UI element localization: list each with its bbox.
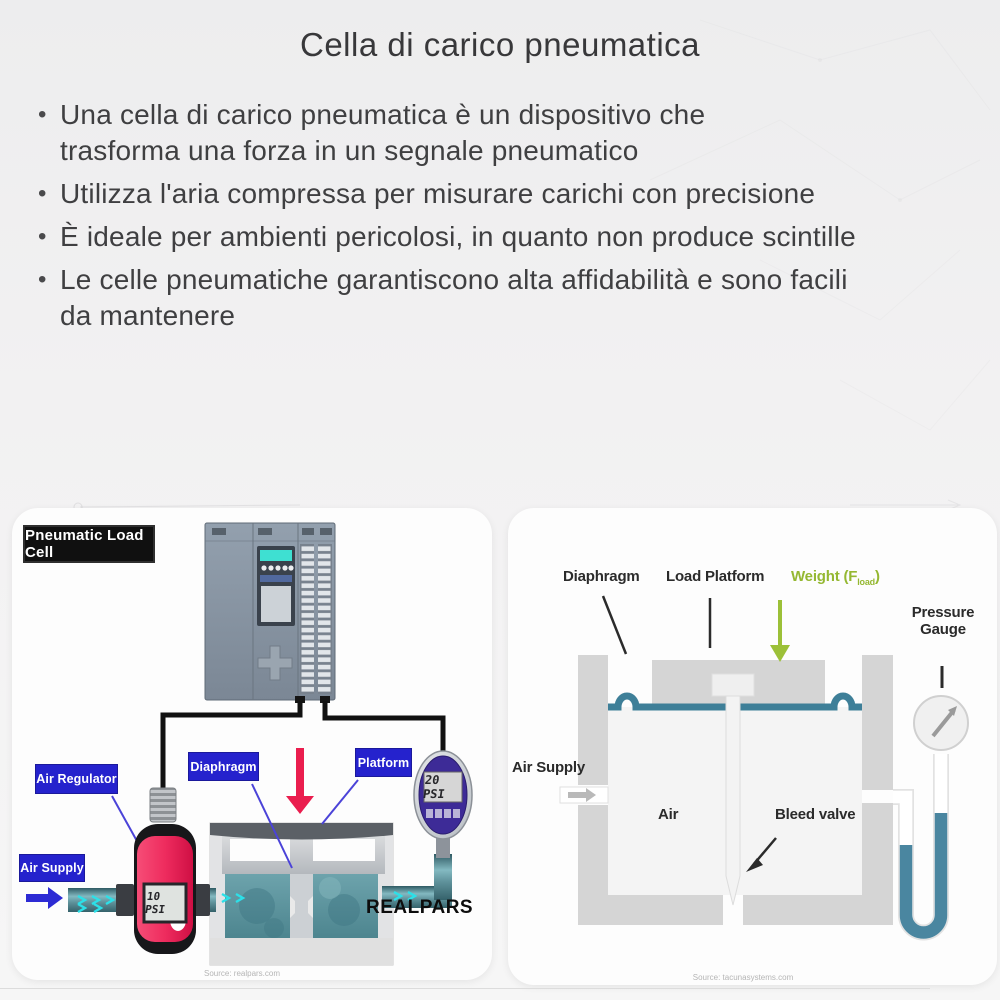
platform-plate xyxy=(210,823,393,840)
air-regulator xyxy=(134,787,196,954)
right-diagram-card: Diaphragm Load Platform Weight (Fload) P… xyxy=(508,508,997,985)
label-weight: Weight (Fload) xyxy=(791,568,880,587)
left-diagram-card: Pneumatic Load Cell Air Regulator Diaphr… xyxy=(12,508,492,980)
label-air-regulator: Air Regulator xyxy=(35,764,118,794)
center-column xyxy=(290,874,313,938)
label-pressure-gauge: Pressure Gauge xyxy=(911,604,975,638)
gauge-display xyxy=(423,771,463,803)
bullet-list: Una cella di carico pneumatica è un disp… xyxy=(38,97,968,341)
label-load-platform: Load Platform xyxy=(666,568,765,585)
plc-controller xyxy=(204,522,336,703)
inlet-arrow-icon xyxy=(568,788,596,802)
weight-subscript: load xyxy=(857,577,875,587)
label-bleed-valve: Bleed valve xyxy=(775,806,856,823)
signal-wires xyxy=(160,701,446,792)
left-source-note: Source: realpars.com xyxy=(203,969,281,978)
load-cell-chamber xyxy=(209,822,394,966)
weight-close: ) xyxy=(874,568,880,585)
label-air-supply: Air Supply xyxy=(512,759,586,776)
air-inlet xyxy=(559,786,609,804)
label-air: Air xyxy=(658,806,679,823)
page-title: Cella di carico pneumatica xyxy=(299,26,701,63)
bleed-valve-arrowhead xyxy=(746,858,763,872)
label-air-supply: Air Supply xyxy=(19,854,85,882)
manometer-fluid xyxy=(899,813,948,939)
bullet-item: Le celle pneumatiche garantiscono alta a… xyxy=(38,262,880,334)
regulator-display xyxy=(142,882,188,924)
label-diaphragm: Diaphragm xyxy=(188,752,259,781)
left-diagram-graphic xyxy=(26,522,473,966)
label-diaphragm: Diaphragm xyxy=(563,568,640,585)
label-platform: Platform xyxy=(355,748,412,777)
left-diagram-title: Pneumatic Load Cell xyxy=(23,525,155,563)
right-diagram-graphic xyxy=(559,595,969,941)
bullet-item: È ideale per ambienti pericolosi, in qua… xyxy=(38,219,860,255)
air-chamber-left xyxy=(225,874,290,938)
bullet-item: Una cella di carico pneumatica è un disp… xyxy=(38,97,800,169)
realpars-watermark: REALPARS xyxy=(366,897,474,918)
flow-arrows xyxy=(77,890,418,914)
right-source-note: Source: tacunasystems.com xyxy=(692,973,794,982)
bottom-divider xyxy=(0,988,930,989)
force-arrow-icon xyxy=(286,748,314,814)
weight-arrow-icon xyxy=(770,600,790,662)
housing xyxy=(578,655,893,925)
regulator-reading: 10 PSI xyxy=(144,890,166,916)
plc-keypad xyxy=(257,645,293,681)
weight-text: Weight (F xyxy=(791,568,858,585)
manometer xyxy=(893,666,969,941)
air-supply-arrow-icon xyxy=(26,887,63,909)
bleed-valve-needle xyxy=(711,673,755,906)
digital-gauge xyxy=(413,750,473,858)
gauge-reading: 20 PSI xyxy=(422,773,446,801)
bullet-item: Utilizza l'aria compressa per misurare c… xyxy=(38,176,965,212)
